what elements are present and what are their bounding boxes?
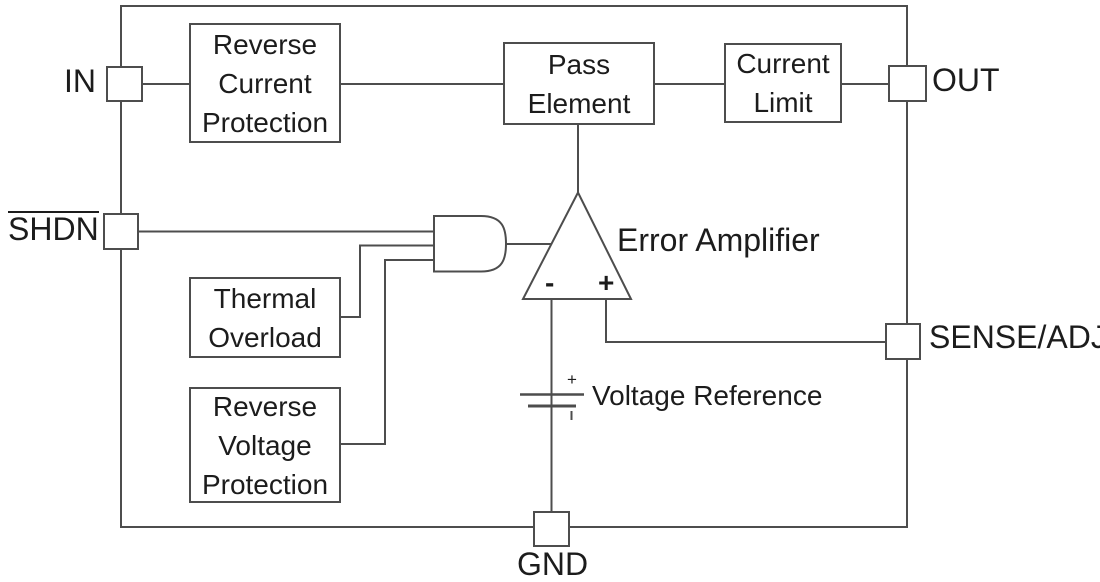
error-amplifier-label: Error Amplifier	[617, 222, 820, 258]
voltage-reference-label: Voltage Reference	[592, 380, 823, 411]
pin-square-in	[106, 66, 143, 102]
block-label: Reverse Voltage Protection	[201, 390, 329, 500]
block-label: Thermal Overload	[208, 282, 322, 353]
block-label: Current Limit	[736, 48, 830, 118]
wire-reverse-voltage-to-and-gate	[341, 259, 436, 445]
pin-label-shdn: SHDN	[8, 211, 99, 247]
block-label: Pass Element	[527, 48, 631, 119]
pin-label-sense-adj: SENSE/ADJ	[929, 319, 1100, 355]
pin-square-out	[888, 65, 927, 102]
block-pass-element: Pass Element	[503, 42, 655, 125]
pin-square-sense-adj	[885, 323, 921, 360]
pin-label-gnd: GND	[517, 546, 589, 582]
block-thermal-overload: Thermal Overload	[189, 277, 341, 358]
error-amplifier-symbol	[521, 190, 633, 300]
error-amp-minus-sign: -	[545, 267, 555, 298]
pin-square-gnd	[533, 511, 570, 547]
voltage-reference-plus-sign: +	[567, 370, 577, 389]
pin-square-shdn	[103, 213, 139, 250]
pin-label-out: OUT	[932, 62, 1000, 98]
block-label: Reverse Current Protection	[201, 28, 329, 138]
block-current-limit: Current Limit	[724, 43, 842, 123]
wire-thermal-overload-to-and-gate	[341, 244, 436, 318]
pin-label-in: IN	[64, 63, 96, 99]
error-amp-plus-sign: +	[598, 267, 615, 298]
block-reverse-voltage-protection: Reverse Voltage Protection	[189, 387, 341, 503]
and-gate-symbol	[433, 215, 508, 273]
chip-outline	[120, 5, 908, 528]
block-reverse-current-protection: Reverse Current Protection	[189, 23, 341, 143]
wire-error-amp-plus-to-sense-adj	[605, 299, 886, 343]
